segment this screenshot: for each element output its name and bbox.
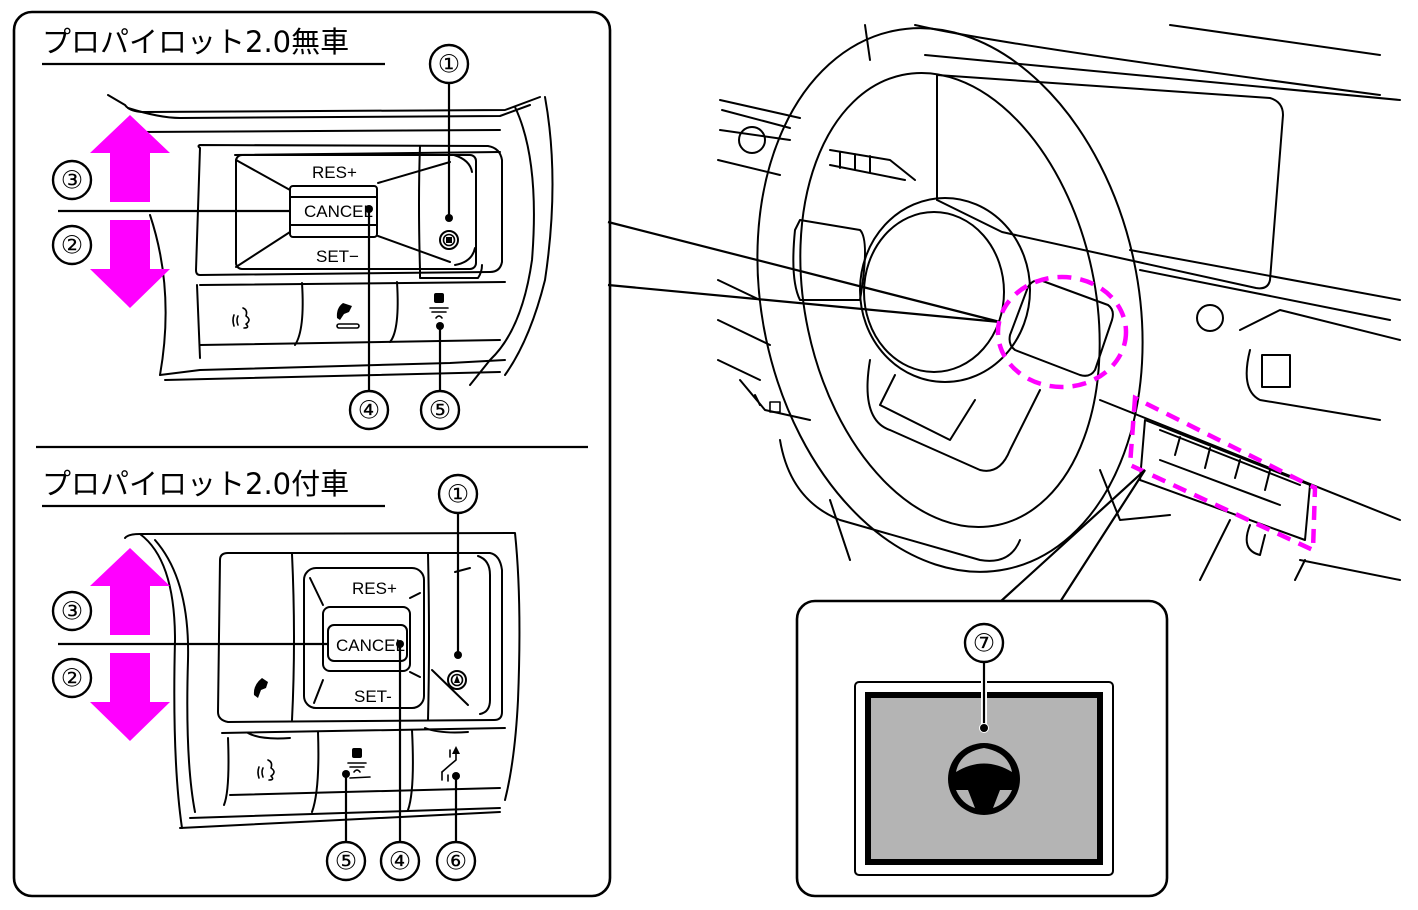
propilot-assist-icon[interactable] (447, 670, 467, 690)
down-arrow-icon (90, 220, 170, 308)
callout-2-bottom: ② (51, 657, 93, 699)
lane-change-icon[interactable] (441, 746, 460, 782)
switch-cluster-with-propilot (124, 532, 521, 829)
cancel-button-2[interactable]: CANCEL (336, 636, 405, 655)
up-arrow-icon (90, 115, 170, 202)
phone-icon[interactable] (253, 678, 268, 698)
cockpit-illustration (717, 24, 1401, 581)
title-without-propilot: プロパイロット2.0無車 (42, 25, 349, 59)
cruise-main-switch-icon[interactable] (439, 230, 459, 250)
svg-text:①: ① (438, 50, 460, 79)
up-arrow-icon-2 (90, 548, 170, 635)
voice-recognition-icon[interactable] (257, 759, 275, 781)
svg-text:⑤: ⑤ (335, 847, 357, 876)
left-panel-frame (12, 10, 612, 898)
svg-text:⑥: ⑥ (445, 847, 467, 876)
svg-text:②: ② (61, 231, 83, 260)
pointer-wedge-display (999, 469, 1146, 603)
callout-4-bottom: ④ (379, 640, 421, 882)
callout-7: ⑦ (963, 622, 1005, 733)
svg-text:①: ① (447, 480, 469, 509)
svg-text:③: ③ (61, 597, 83, 626)
highlight-steering-switch (995, 274, 1129, 390)
highlight-switch-panel (1127, 394, 1318, 554)
callout-2-top: ② (51, 224, 93, 266)
switch-cluster-without-propilot (107, 94, 554, 386)
vehicle-distance-icon[interactable] (347, 748, 371, 779)
res-plus-label: RES+ (312, 163, 357, 182)
title-with-propilot: プロパイロット2.0付車 (42, 467, 349, 501)
phone-icon[interactable] (336, 303, 360, 329)
down-arrow-icon-2 (90, 653, 170, 741)
voice-recognition-icon[interactable] (232, 307, 250, 329)
vehicle-distance-icon[interactable] (429, 293, 449, 319)
steering-wheel-icon (948, 743, 1020, 815)
svg-text:③: ③ (61, 166, 83, 195)
callout-3-bottom: ③ (51, 590, 93, 632)
callout-5-top: ⑤ (419, 322, 461, 431)
svg-text:⑦: ⑦ (973, 629, 995, 658)
callout-3-top: ③ (51, 159, 93, 201)
callout-6-bottom: ⑥ (435, 772, 477, 882)
cancel-button[interactable]: CANCEL (304, 202, 373, 221)
callout-5-bottom: ⑤ (325, 770, 367, 882)
svg-text:⑤: ⑤ (429, 396, 451, 425)
callout-4-top: ④ (348, 205, 390, 431)
callout-1-top: ① (428, 43, 470, 222)
svg-text:②: ② (61, 664, 83, 693)
svg-text:④: ④ (358, 396, 380, 425)
callout-1-bottom: ① (437, 473, 479, 659)
svg-text:④: ④ (389, 847, 411, 876)
set-minus-label: SET− (316, 247, 359, 266)
res-plus-label-2: RES+ (352, 579, 397, 598)
set-minus-label-2: SET- (354, 687, 392, 706)
